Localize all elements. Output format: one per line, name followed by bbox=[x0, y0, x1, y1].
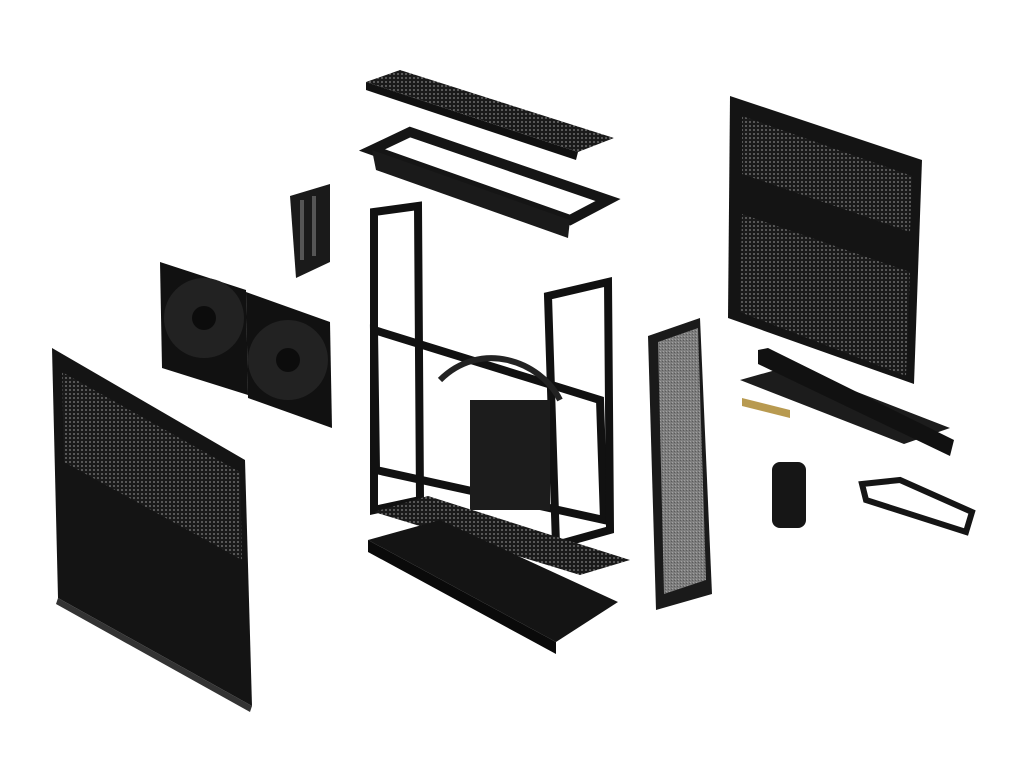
right-side-panel bbox=[728, 96, 922, 384]
drive-bracket bbox=[858, 476, 976, 536]
front-fabric-panel bbox=[648, 318, 712, 610]
power-button-module bbox=[772, 462, 806, 528]
case-base bbox=[368, 496, 630, 654]
left-side-panel bbox=[52, 348, 252, 712]
chassis-frame bbox=[369, 201, 615, 551]
top-fan-bracket bbox=[358, 126, 621, 238]
fan-pair bbox=[160, 262, 332, 428]
top-cover bbox=[366, 70, 614, 160]
gpu-riser-bracket bbox=[740, 348, 954, 456]
pci-brackets bbox=[290, 184, 330, 278]
